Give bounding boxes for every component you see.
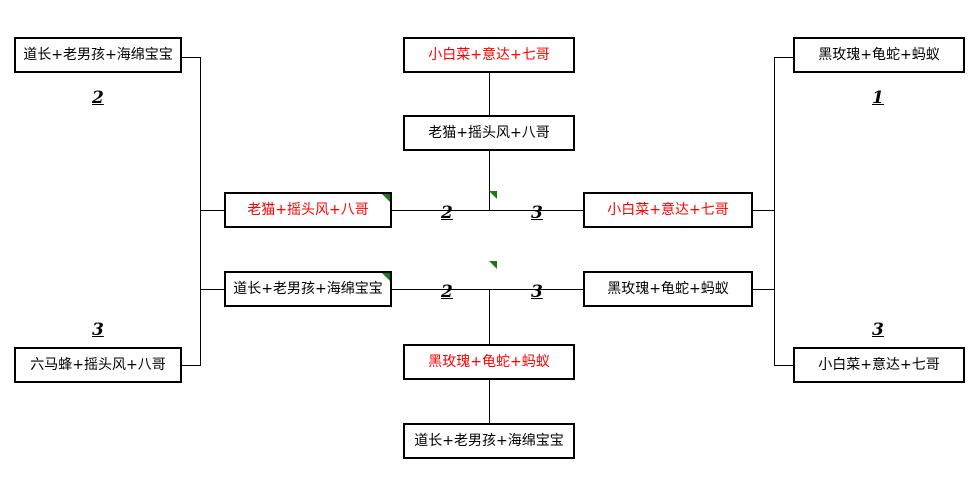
left-inner-lower-box[interactable]: 道长+老男孩+海绵宝宝 bbox=[224, 271, 392, 307]
right-bottom-team-label: 小白菜+意达+七哥 bbox=[818, 357, 940, 373]
connector-left-bottom-stub bbox=[182, 365, 201, 366]
center-bottom-label: 道长+老男孩+海绵宝宝 bbox=[414, 433, 564, 449]
connector-left-lower-branch bbox=[200, 289, 224, 290]
connector-left-spine bbox=[200, 57, 201, 366]
connector-center-bottom-link bbox=[489, 380, 490, 424]
left-bottom-team-box[interactable]: 六马蜂+摇头风+八哥 bbox=[14, 347, 182, 383]
left-top-score: 2 bbox=[92, 88, 104, 108]
winner-marker-icon bbox=[382, 194, 390, 202]
connector-left-top-stub bbox=[182, 57, 201, 58]
connector-lower-match-line bbox=[392, 289, 584, 290]
connector-right-bottom-stub bbox=[774, 365, 793, 366]
connector-right-top-stub bbox=[774, 57, 793, 58]
right-inner-upper-label: 小白菜+意达+七哥 bbox=[607, 202, 729, 218]
left-bottom-team-label: 六马蜂+摇头风+八哥 bbox=[30, 357, 166, 373]
center-lower-mid-label: 黑玫瑰+龟蛇+蚂蚁 bbox=[428, 354, 550, 370]
connector-center-lower-rise bbox=[489, 289, 490, 345]
left-top-team-box[interactable]: 道长+老男孩+海绵宝宝 bbox=[14, 37, 182, 73]
left-top-team-label: 道长+老男孩+海绵宝宝 bbox=[23, 47, 173, 63]
center-lower-mid-box[interactable]: 黑玫瑰+龟蛇+蚂蚁 bbox=[403, 344, 575, 380]
right-top-score: 1 bbox=[872, 88, 884, 108]
left-inner-upper-box[interactable]: 老猫+摇头风+八哥 bbox=[224, 192, 392, 228]
connector-center-top-to-upper bbox=[489, 72, 490, 116]
left-inner-upper-label: 老猫+摇头风+八哥 bbox=[247, 202, 369, 218]
right-bottom-team-box[interactable]: 小白菜+意达+七哥 bbox=[793, 347, 965, 383]
center-upper-mid-label: 老猫+摇头风+八哥 bbox=[428, 125, 550, 141]
left-inner-lower-label: 道长+老男孩+海绵宝宝 bbox=[233, 281, 383, 297]
left-bottom-score: 3 bbox=[92, 320, 104, 340]
connector-right-spine bbox=[774, 57, 775, 366]
lower-match-left-score: 2 bbox=[441, 282, 453, 302]
upper-match-left-score: 2 bbox=[441, 203, 453, 223]
right-top-team-box[interactable]: 黑玫瑰+龟蛇+蚂蚁 bbox=[793, 37, 965, 73]
right-inner-lower-label: 黑玫瑰+龟蛇+蚂蚁 bbox=[607, 281, 729, 297]
center-bottom-box[interactable]: 道长+老男孩+海绵宝宝 bbox=[403, 423, 575, 459]
right-inner-upper-box[interactable]: 小白菜+意达+七哥 bbox=[583, 192, 753, 228]
lower-match-marker-icon bbox=[489, 261, 497, 269]
connector-upper-match-line bbox=[392, 210, 584, 211]
winner-marker-icon bbox=[382, 273, 390, 281]
upper-match-marker-icon bbox=[489, 191, 497, 199]
lower-match-right-score: 3 bbox=[531, 282, 543, 302]
center-top-box[interactable]: 小白菜+意达+七哥 bbox=[403, 37, 575, 73]
upper-match-right-score: 3 bbox=[531, 203, 543, 223]
connector-right-lower-branch bbox=[751, 289, 775, 290]
connector-center-upper-drop bbox=[489, 151, 490, 210]
connector-left-upper-branch bbox=[200, 210, 224, 211]
center-top-label: 小白菜+意达+七哥 bbox=[428, 47, 550, 63]
connector-right-upper-branch bbox=[751, 210, 775, 211]
center-upper-mid-box[interactable]: 老猫+摇头风+八哥 bbox=[403, 115, 575, 151]
right-inner-lower-box[interactable]: 黑玫瑰+龟蛇+蚂蚁 bbox=[583, 271, 753, 307]
right-bottom-score: 3 bbox=[872, 320, 884, 340]
right-top-team-label: 黑玫瑰+龟蛇+蚂蚁 bbox=[818, 47, 940, 63]
